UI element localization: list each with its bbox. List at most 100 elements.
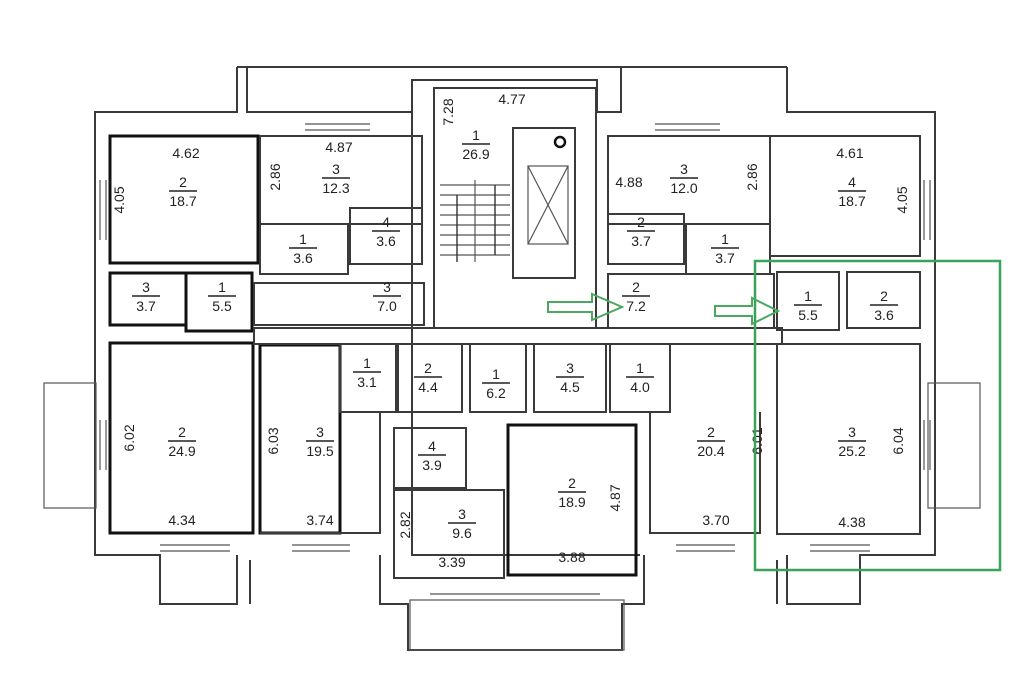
room-number: 3 — [848, 424, 856, 440]
dim-6-04: 6.04 — [890, 427, 906, 454]
room-area: 3.7 — [136, 298, 156, 314]
room-3-7-0 — [253, 282, 425, 326]
dim-2-86-left: 2.86 — [267, 163, 283, 190]
room-number: 3 — [316, 424, 324, 440]
dim-6-03: 6.03 — [265, 427, 281, 454]
dim-4-87-mid: 4.87 — [607, 484, 623, 511]
room-label-1-3-1: 13.1 — [353, 355, 381, 390]
arrow-right-icon — [547, 292, 625, 322]
dim-4-61: 4.61 — [836, 145, 863, 161]
room-area: 6.2 — [486, 385, 506, 401]
room-area: 5.5 — [798, 307, 818, 323]
room-area: 9.6 — [452, 525, 472, 541]
room-2-18-7-left — [108, 134, 260, 265]
room-number: 1 — [636, 360, 644, 376]
room-number: 4 — [382, 214, 390, 230]
room-3-4-5 — [533, 343, 607, 413]
elevator-car — [527, 165, 569, 245]
room-label-1-26-9: 126.9 — [462, 127, 490, 162]
room-label-2-18-7-left: 218.7 — [169, 174, 197, 209]
room-label-3-7-0: 37.0 — [373, 279, 401, 314]
room-4-18-7-right — [769, 135, 921, 257]
dim-3-74: 3.74 — [306, 512, 333, 528]
room-2-24-9 — [108, 341, 255, 535]
room-number: 2 — [637, 214, 645, 230]
room-1-3-6 — [259, 223, 349, 275]
room-label-2-3-6: 23.6 — [870, 288, 898, 323]
room-label-3-4-5: 34.5 — [556, 360, 584, 395]
room-number: 1 — [218, 279, 226, 295]
room-label-2-20-4: 220.4 — [697, 424, 725, 459]
room-number: 3 — [566, 360, 574, 376]
room-1-5-5-right — [776, 271, 840, 331]
circle-marker-icon — [553, 135, 567, 149]
room-3-9-6 — [393, 489, 505, 579]
room-number: 3 — [332, 161, 340, 177]
dim-3-39: 3.39 — [438, 554, 465, 570]
room-label-2-24-9: 224.9 — [168, 424, 196, 459]
room-label-3-12-0: 312.0 — [670, 161, 698, 196]
room-label-3-3-7: 33.7 — [132, 279, 160, 314]
room-label-2-7-2: 27.2 — [622, 279, 650, 314]
room-1-6-2 — [469, 343, 527, 413]
corridor — [253, 327, 783, 345]
dim-2-82: 2.82 — [397, 511, 413, 538]
room-area: 4.0 — [630, 379, 650, 395]
room-number: 3 — [142, 279, 150, 295]
room-number: 1 — [363, 355, 371, 371]
room-4-3-6 — [349, 207, 423, 265]
room-number: 2 — [568, 475, 576, 491]
room-number: 3 — [680, 161, 688, 177]
room-area: 24.9 — [168, 443, 195, 459]
balcony-right — [927, 382, 981, 509]
room-number: 3 — [458, 506, 466, 522]
room-label-3-9-6: 39.6 — [448, 506, 476, 541]
room-area: 4.4 — [418, 379, 438, 395]
balcony-bottom — [409, 599, 625, 651]
room-number: 1 — [492, 366, 500, 382]
room-label-2-3-7: 23.7 — [627, 214, 655, 249]
dimension-labels: 4.62 4.05 4.87 2.86 7.28 4.77 4.88 2.86 … — [111, 91, 910, 570]
room-3-25-2 — [776, 343, 921, 535]
dim-4-38: 4.38 — [838, 514, 865, 530]
room-number: 2 — [424, 360, 432, 376]
room-label-2-4-4: 24.4 — [414, 360, 442, 395]
room-1-3-1 — [339, 343, 397, 413]
room-area: 3.6 — [874, 307, 894, 323]
room-area: 3.9 — [422, 457, 442, 473]
room-area: 19.5 — [306, 443, 333, 459]
dim-4-05-right: 4.05 — [894, 186, 910, 213]
room-label-1-3-7: 13.7 — [711, 231, 739, 266]
room-label-3-19-5: 319.5 — [306, 424, 334, 459]
balcony-left — [43, 382, 97, 509]
dim-4-62: 4.62 — [172, 145, 199, 161]
dim-6-01: 6.01 — [749, 427, 765, 454]
room-label-1-6-2: 16.2 — [482, 366, 510, 401]
dim-2-86-right: 2.86 — [744, 163, 760, 190]
room-number: 2 — [707, 424, 715, 440]
room-area: 26.9 — [462, 146, 489, 162]
room-1-5-5-left — [184, 271, 254, 333]
room-area: 3.1 — [357, 374, 377, 390]
dim-4-34: 4.34 — [168, 512, 195, 528]
room-label-1-5-5-right: 15.5 — [794, 288, 822, 323]
room-2-3-6 — [846, 271, 921, 329]
room-number: 1 — [804, 288, 812, 304]
room-area: 25.2 — [838, 443, 865, 459]
room-label-4-3-9: 43.9 — [418, 438, 446, 473]
room-label-1-4-0: 14.0 — [626, 360, 654, 395]
room-label-4-3-6: 43.6 — [372, 214, 400, 249]
room-label-1-5-5-left: 15.5 — [208, 279, 236, 314]
room-area: 3.6 — [376, 233, 396, 249]
room-number: 2 — [179, 174, 187, 190]
room-number: 1 — [472, 127, 480, 143]
room-label-4-18-7-right: 418.7 — [838, 174, 866, 209]
dim-7-28: 7.28 — [440, 98, 456, 125]
arrow-right-icon — [714, 296, 781, 326]
room-number: 1 — [299, 231, 307, 247]
room-area: 7.0 — [377, 298, 397, 314]
room-area: 5.5 — [212, 298, 232, 314]
room-label-2-18-9: 218.9 — [558, 475, 586, 510]
